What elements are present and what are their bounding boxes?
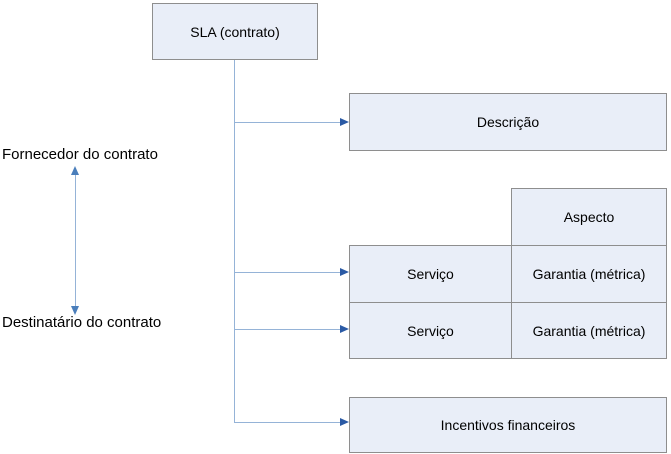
node-aspecto: Aspecto [511,188,667,246]
cell-servico-2: Serviço [350,302,511,358]
cell-servico-1: Serviço [350,246,511,302]
connector-branch-servico-1 [234,272,341,273]
cell-garantia-2: Garantia (métrica) [511,302,666,358]
cell-servico-1-label: Serviço [407,266,454,282]
double-arrow-down-icon [71,306,79,315]
node-aspecto-label: Aspecto [563,209,615,225]
connector-branch-servico-2 [234,329,341,330]
cell-garantia-2-label: Garantia (métrica) [532,322,646,339]
cell-garantia-1-label: Garantia (métrica) [532,266,646,282]
service-guarantee-table: Serviço Garantia (métrica) Serviço Garan… [349,245,667,359]
connector-trunk-line [234,60,235,423]
connector-branch-incentivos [234,422,341,423]
node-sla-contrato: SLA (contrato) [152,3,318,60]
label-destinatario-do-contrato: Destinatário do contrato [2,314,162,331]
arrowhead-servico-1-icon [340,268,349,276]
arrowhead-descricao-icon [340,118,349,126]
double-arrow-up-icon [71,166,79,175]
node-incentivos-financeiros-label: Incentivos financeiros [440,417,576,433]
node-sla-contrato-label: SLA (contrato) [190,23,280,40]
connector-branch-descricao [234,122,341,123]
label-fornecedor-do-contrato: Fornecedor do contrato [2,146,158,163]
arrowhead-servico-2-icon [340,325,349,333]
arrowhead-incentivos-icon [340,418,349,426]
double-arrow-stem-line [75,175,76,306]
node-descricao-label: Descrição [476,114,540,130]
cell-garantia-1: Garantia (métrica) [511,246,666,302]
node-descricao: Descrição [349,93,667,151]
cell-servico-2-label: Serviço [407,322,454,339]
node-incentivos-financeiros: Incentivos financeiros [349,397,667,453]
